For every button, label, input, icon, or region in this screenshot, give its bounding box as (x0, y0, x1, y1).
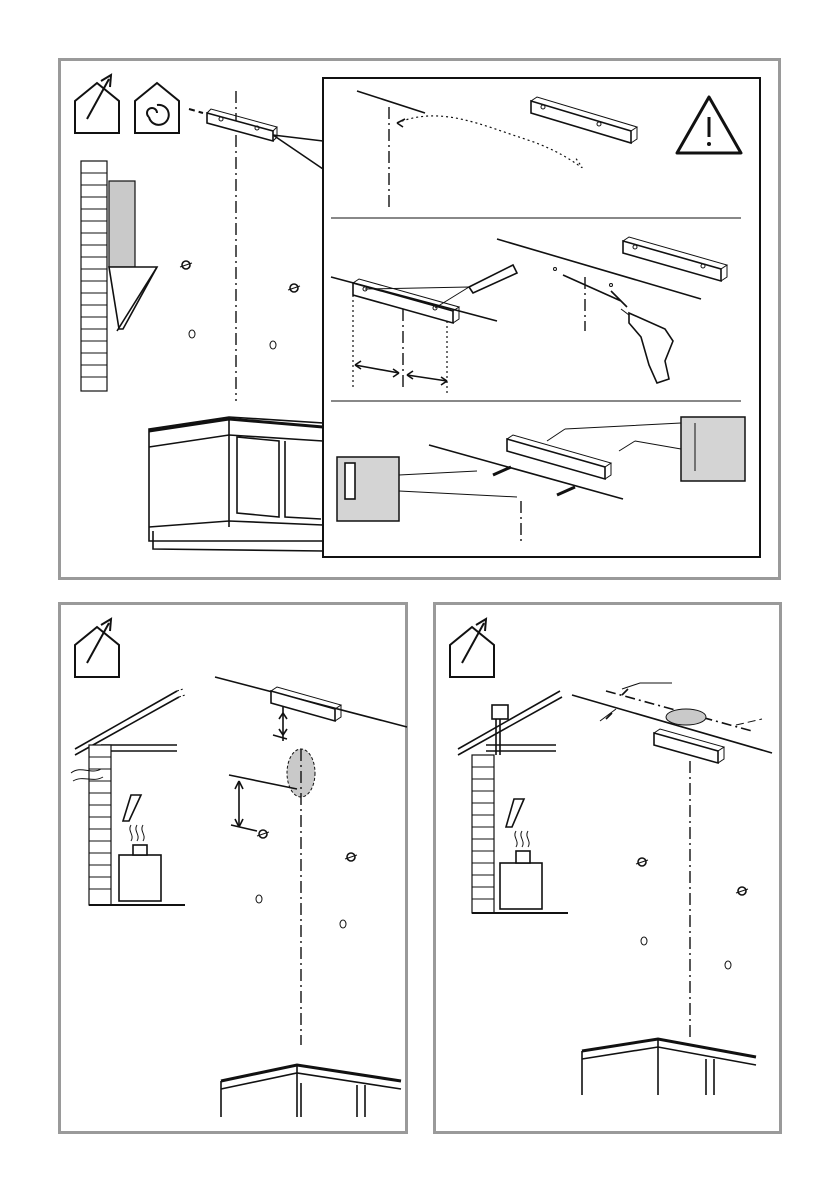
cooker-hood (109, 181, 157, 331)
panel-top-drawing (61, 61, 784, 583)
wall-screw (736, 887, 748, 895)
exhaust-mode-icon (75, 75, 119, 133)
wall-screw-left (180, 261, 192, 269)
wall-screw (345, 853, 357, 861)
wall-screw-right (288, 284, 300, 292)
wall-hole-right (270, 341, 276, 349)
panel-bottom-left-exhaust (58, 602, 408, 1134)
recirculation-mode-icon (135, 83, 179, 133)
ceiling-duct-opening (666, 709, 706, 725)
wall-hole-left (189, 330, 195, 338)
panel-bottom-left-drawing (61, 605, 411, 1137)
wall-bracket (654, 729, 724, 763)
panel-bottom-right-exhaust (433, 602, 782, 1134)
cooker-stove (500, 863, 542, 909)
kitchen-cabinets (582, 1039, 756, 1095)
cooker-stove (119, 855, 161, 901)
kitchen-cabinets (149, 417, 323, 551)
wall-screw (257, 830, 269, 838)
exhaust-mode-icon (450, 619, 494, 677)
kitchen-cabinets (221, 1065, 401, 1117)
panel-bottom-right-drawing (436, 605, 785, 1137)
wall-screw (636, 858, 648, 866)
brick-wall (81, 161, 107, 391)
panel-top-installation (58, 58, 781, 580)
wall-bracket (207, 109, 277, 141)
exhaust-mode-icon (75, 619, 119, 677)
roof-vent (492, 705, 508, 719)
brick-chimney (472, 755, 494, 913)
